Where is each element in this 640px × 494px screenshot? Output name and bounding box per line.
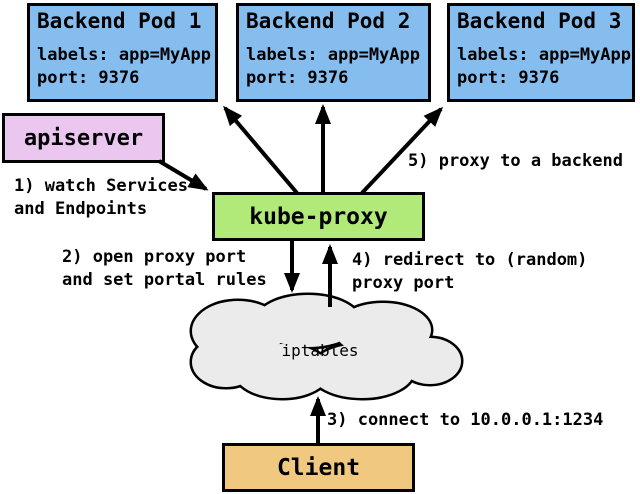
iptables-cloud <box>189 292 464 401</box>
backend-pod-3-port: port: 9376 <box>457 68 560 88</box>
step4-line2: proxy port <box>352 273 455 293</box>
step1-line1: 1) watch Services <box>14 176 188 196</box>
arrow-apiserver-to-kubeproxy <box>157 159 209 191</box>
backend-pod-1-title: Backend Pod 1 <box>37 9 202 33</box>
backend-pod-2-box: Backend Pod 2 labels: app=MyApp port: 93… <box>236 3 431 102</box>
apiserver-box: apiserver <box>2 113 165 163</box>
backend-pod-2-port: port: 9376 <box>246 68 349 88</box>
backend-pod-1-box: Backend Pod 1 labels: app=MyApp port: 93… <box>27 3 218 102</box>
step2-line2: and set portal rules <box>62 270 267 290</box>
client-label: Client <box>276 454 361 481</box>
kube-proxy-label: kube-proxy <box>249 203 388 230</box>
step4-label: 4) redirect to (random) proxy port <box>352 249 587 295</box>
backend-pod-3-title: Backend Pod 3 <box>457 9 622 33</box>
step2-label: 2) open proxy port and set portal rules <box>62 246 267 292</box>
backend-pod-2-title: Backend Pod 2 <box>246 9 411 33</box>
step2-line1: 2) open proxy port <box>62 247 247 267</box>
arrow-kubeproxy-to-pod1 <box>223 105 299 195</box>
backend-pod-2-labels: labels: app=MyApp <box>246 45 420 65</box>
kube-proxy-box: kube-proxy <box>212 192 425 241</box>
client-box: Client <box>222 443 415 492</box>
backend-pod-3-labels: labels: app=MyApp <box>457 45 631 65</box>
backend-pod-1-labels: labels: app=MyApp <box>37 45 211 65</box>
backend-pod-3-box: Backend Pod 3 labels: app=MyApp port: 93… <box>447 3 635 102</box>
step3-label: 3) connect to 10.0.0.1:1234 <box>327 410 604 430</box>
step4-line1: 4) redirect to (random) <box>352 250 588 270</box>
apiserver-label: apiserver <box>23 125 144 151</box>
step1-label: 1) watch Services and Endpoints <box>14 175 188 221</box>
backend-pod-1-port: port: 9376 <box>37 68 140 88</box>
step1-line2: and Endpoints <box>14 199 148 219</box>
iptables-label: iptables <box>281 341 359 360</box>
arrow-kubeproxy-to-pod3 <box>360 106 444 195</box>
step5-label: 5) proxy to a backend <box>408 151 623 171</box>
